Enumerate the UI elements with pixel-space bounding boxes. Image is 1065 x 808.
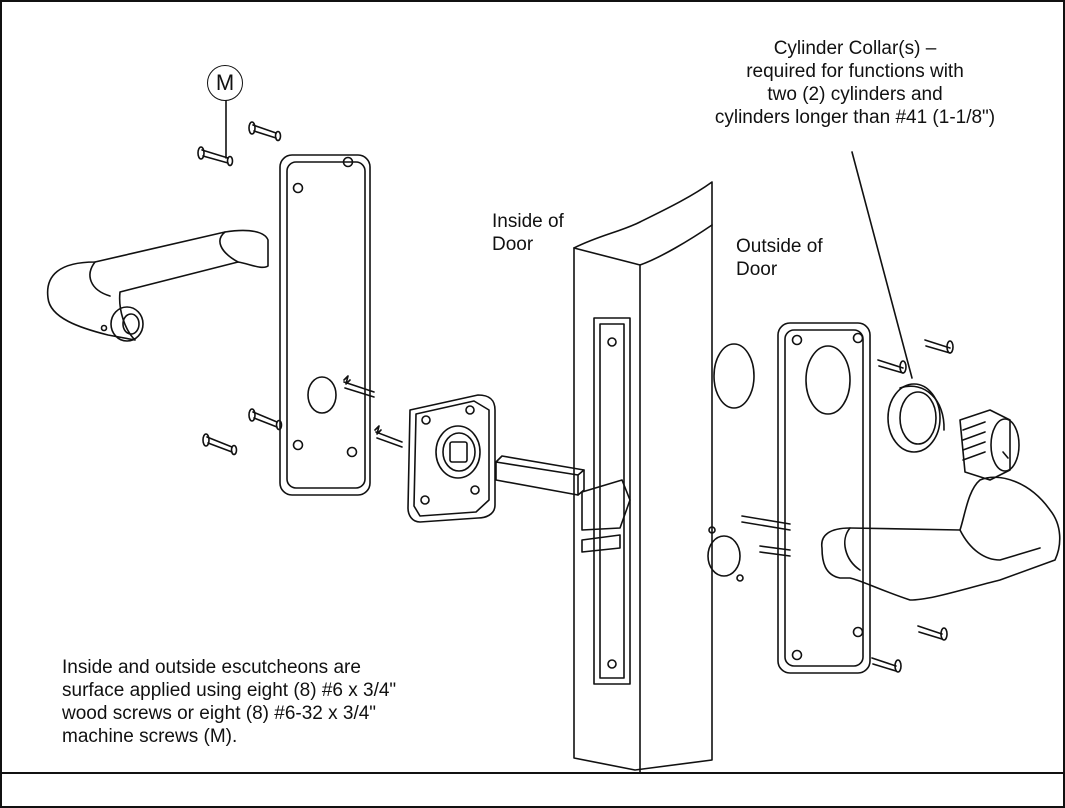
outside-screw-lower-left: [871, 657, 902, 673]
outside-screw-upper-right: [924, 339, 954, 354]
inside-escutcheon-plate: [279, 154, 371, 496]
door-cylinder-bore: [713, 343, 755, 409]
outside-of-door-label: Outside of Door: [736, 236, 823, 280]
latch-bolt: [581, 479, 631, 553]
door-slab: [573, 181, 713, 772]
screw-lower-left: [202, 433, 238, 456]
mounting-stud-upper: [343, 375, 375, 398]
mounting-stud-lower: [374, 425, 403, 448]
outside-escutcheon-plate: [777, 322, 871, 674]
bottom-divider: [0, 772, 1065, 774]
outside-screw-lower-right: [917, 625, 948, 641]
screw-upper-left: [197, 146, 234, 167]
installation-note: Inside and outside escutcheons are surfa…: [62, 657, 397, 747]
mortise-faceplate: [593, 317, 631, 685]
through-bolts: [741, 515, 791, 557]
collar-leader-line: [851, 151, 913, 379]
lever-spindle: [495, 455, 585, 496]
exploded-lockset-illustration: [46, 98, 1061, 772]
outside-screw-upper-left: [877, 359, 907, 374]
outside-lever-handle: [821, 476, 1061, 601]
screw-lower-middle: [248, 408, 283, 431]
door-hub-bore: [707, 535, 741, 577]
cylinder-collar-callout: Cylinder Collar(s) – required for functi…: [714, 38, 996, 128]
inside-lever-handle: [46, 229, 269, 342]
screw-upper-right: [248, 121, 282, 142]
inside-rose-plate: [407, 394, 496, 523]
inside-of-door-label: Inside of Door: [492, 211, 564, 255]
machine-screw-marker: M: [207, 65, 243, 101]
mortise-cylinder: [959, 409, 1020, 481]
cylinder-collar: [887, 383, 945, 453]
